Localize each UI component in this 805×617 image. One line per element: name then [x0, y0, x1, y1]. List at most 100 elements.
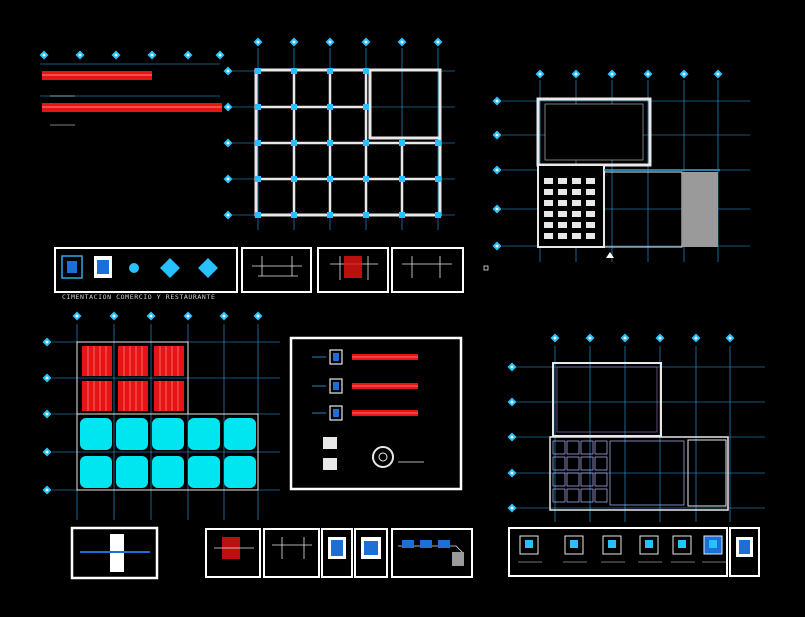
axis-marker-dot: [150, 53, 154, 57]
furniture-block: [544, 189, 553, 195]
axis-marker-dot: [328, 40, 332, 44]
slab-footing: [116, 418, 148, 450]
foundation-plan: [223, 37, 455, 230]
axis-marker-dot: [256, 314, 260, 318]
furniture-block: [586, 233, 595, 239]
furniture-block: [558, 200, 567, 206]
room-outline: [580, 456, 594, 471]
furniture-block: [558, 222, 567, 228]
axis-marker-dot: [112, 314, 116, 318]
room-outline: [566, 488, 580, 503]
column-core: [333, 382, 339, 390]
slab-plan: [42, 311, 280, 520]
column-section: [329, 349, 343, 365]
furniture-block: [558, 211, 567, 217]
footing-node: [363, 140, 369, 146]
axis-marker-dot: [538, 72, 542, 76]
beam-elevations: [39, 50, 225, 126]
footing-node: [291, 68, 297, 74]
axis-marker-dot: [45, 488, 49, 492]
slab-panel: [118, 346, 148, 376]
axis-marker-dot: [623, 336, 627, 340]
footing-node: [291, 176, 297, 182]
axis-marker-dot: [222, 314, 226, 318]
axis-marker-dot: [510, 506, 514, 510]
furniture-block: [558, 178, 567, 184]
drawing-title: CIMENTACION COMERCIO Y RESTAURANTE: [62, 293, 215, 301]
detail-thumbnail-core: [709, 540, 717, 548]
furniture-block: [586, 189, 595, 195]
slab-footing: [116, 456, 148, 488]
detail-thumbnail-core: [645, 540, 653, 548]
furniture-block: [544, 200, 553, 206]
room-outline: [552, 472, 566, 487]
axis-marker-dot: [510, 435, 514, 439]
furniture-block: [558, 233, 567, 239]
axis-marker-dot: [646, 72, 650, 76]
detail-thumbnail: [672, 535, 692, 555]
room-outline: [580, 440, 594, 455]
axis-marker-dot: [186, 53, 190, 57]
furniture-block: [544, 178, 553, 184]
furniture-block: [544, 233, 553, 239]
axis-marker-dot: [45, 450, 49, 454]
furniture-block: [544, 222, 553, 228]
footing-node: [255, 212, 261, 218]
room-outline: [594, 456, 608, 471]
axis-marker-dot: [226, 105, 230, 109]
detail-thumbnail: [519, 535, 539, 555]
column-core: [333, 353, 339, 361]
furniture-block: [572, 200, 581, 206]
axis-marker-dot: [218, 53, 222, 57]
footing-node: [255, 176, 261, 182]
axis-marker-dot: [226, 141, 230, 145]
axis-marker-dot: [510, 471, 514, 475]
furniture-block: [572, 189, 581, 195]
detail-thumbnail: [564, 535, 584, 555]
furniture-block: [572, 178, 581, 184]
axis-marker-dot: [226, 213, 230, 217]
footing-node: [327, 104, 333, 110]
axis-marker-dot: [256, 40, 260, 44]
axis-marker-dot: [495, 133, 499, 137]
detail-thumbnail-core: [678, 540, 686, 548]
footing-node: [291, 104, 297, 110]
footing-node: [255, 104, 261, 110]
footing-node: [255, 140, 261, 146]
footing-node: [363, 68, 369, 74]
axis-marker-dot: [574, 72, 578, 76]
detail-thumbnail-core: [608, 540, 616, 548]
footing-node: [363, 104, 369, 110]
axis-marker-dot: [292, 40, 296, 44]
axis-marker-dot: [78, 53, 82, 57]
room-outline: [552, 488, 566, 503]
footing-node: [399, 140, 405, 146]
room-outline: [552, 456, 566, 471]
slab-footing: [152, 456, 184, 488]
axis-marker-dot: [658, 336, 662, 340]
slab-panel: [154, 381, 184, 411]
room-outline: [594, 440, 608, 455]
axis-marker-dot: [45, 412, 49, 416]
room-outline: [580, 472, 594, 487]
column-core: [333, 409, 339, 417]
detail-thumbnail-core: [525, 540, 533, 548]
axis-marker-dot: [682, 72, 686, 76]
axis-marker-dot: [45, 376, 49, 380]
axis-marker-dot: [186, 314, 190, 318]
room-outline: [566, 440, 580, 455]
room-outline: [609, 440, 685, 506]
column-section: [329, 378, 343, 394]
footing-node: [399, 212, 405, 218]
axis-marker-dot: [45, 340, 49, 344]
origin-marker: [483, 265, 489, 271]
footing-node: [435, 176, 441, 182]
axis-marker-dot: [588, 336, 592, 340]
footing-node: [291, 140, 297, 146]
furniture-block: [586, 200, 595, 206]
footing-node: [327, 68, 333, 74]
room-outline: [566, 456, 580, 471]
axis-marker-dot: [495, 244, 499, 248]
furniture-block: [586, 178, 595, 184]
furniture-block: [572, 233, 581, 239]
